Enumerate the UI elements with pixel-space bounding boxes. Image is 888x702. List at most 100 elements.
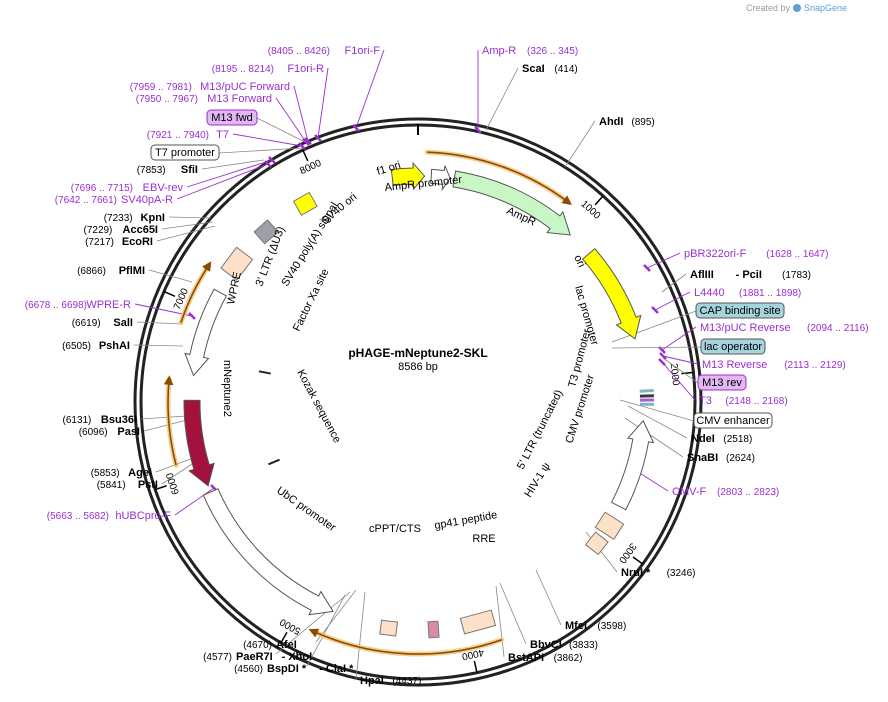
enzyme-site[interactable]: PshAI(6505) bbox=[62, 340, 130, 352]
primer-name: T3 bbox=[699, 395, 712, 407]
box-label-text: CMV enhancer bbox=[696, 415, 770, 427]
enzyme-leader bbox=[536, 570, 561, 625]
primer-name: Amp-R bbox=[482, 45, 516, 57]
enzyme-name: SalI bbox=[113, 317, 133, 329]
feature-label-rre-inner: RRE bbox=[472, 533, 495, 545]
enzyme-leader bbox=[486, 68, 518, 130]
primer-position: (7959 .. 7981) bbox=[130, 82, 192, 93]
plasmid-name: pHAGE-mNeptune2-SKL bbox=[348, 346, 487, 360]
enzyme-site[interactable]: AgeI(5853) bbox=[91, 467, 152, 479]
primer-site[interactable]: T7 (7921 .. 7940) bbox=[147, 129, 229, 141]
box-leader bbox=[620, 400, 694, 421]
box-label-m13_fwd[interactable]: M13 fwd bbox=[207, 110, 257, 125]
ampr-arrow[interactable] bbox=[453, 171, 570, 235]
enzyme-position: (6096) bbox=[79, 427, 108, 438]
box-label-lac_operator[interactable]: lac operator bbox=[701, 339, 765, 354]
tick-mark bbox=[595, 196, 603, 205]
box-label-text: CAP binding site bbox=[699, 305, 780, 317]
tick-label: 6000 bbox=[164, 471, 182, 496]
primer-position: (1628 .. 1647) bbox=[766, 249, 828, 260]
primer-site[interactable]: F1ori-R(8195 .. 8214) bbox=[212, 63, 324, 75]
plasmid-length: 8586 bp bbox=[398, 361, 438, 373]
enzyme-leader bbox=[137, 322, 183, 324]
primer-site[interactable]: CMV-F(2803 .. 2823) bbox=[672, 486, 779, 498]
enzyme-name: NruI * bbox=[621, 567, 651, 579]
enzyme-position: (4577) bbox=[203, 652, 232, 663]
mneptune2-arrow[interactable] bbox=[184, 400, 214, 486]
enzyme-extra: - XhoI bbox=[282, 651, 313, 663]
cmv-promoter-arrow[interactable] bbox=[612, 421, 654, 510]
primer-site[interactable]: M13/pUC Reverse(2094 .. 2116) bbox=[700, 322, 869, 334]
primer-name: M13/pUC Forward bbox=[200, 81, 290, 93]
primer-site[interactable]: T3(2148 .. 2168) bbox=[699, 395, 788, 407]
gp41-block[interactable] bbox=[428, 621, 439, 638]
rre-block[interactable] bbox=[460, 610, 495, 634]
primer-site[interactable]: F1ori-F(8405 .. 8426) bbox=[268, 45, 381, 57]
enzyme-name: Bsu36I bbox=[101, 414, 137, 426]
enzyme-site[interactable]: Acc65I(7229) bbox=[83, 224, 158, 236]
primer-name: hUBCpro-F bbox=[115, 510, 171, 522]
primer-position: (8195 .. 8214) bbox=[212, 64, 274, 75]
enzyme-site[interactable]: SnaBI(2624) bbox=[687, 452, 755, 464]
feature-label-ori: ori bbox=[571, 253, 587, 269]
feature-label-wpre: WPRE bbox=[225, 271, 244, 306]
primer-site[interactable]: WPRE-R(6678 .. 6698) bbox=[25, 299, 131, 311]
enzyme-site[interactable]: ScaI(414) bbox=[522, 63, 578, 75]
enzyme-name: BspDI * bbox=[267, 663, 307, 675]
primer-site[interactable]: Amp-R (326 .. 345) bbox=[482, 45, 578, 57]
cppt-block[interactable] bbox=[380, 620, 398, 636]
enzyme-site[interactable]: SalI (6619) bbox=[72, 317, 133, 329]
enzyme-site[interactable]: Bsu36I(6131) bbox=[62, 414, 137, 426]
primer-site-mark bbox=[644, 265, 650, 271]
primer-site[interactable]: M13 Forward(7950 .. 7967) bbox=[136, 93, 272, 105]
enzyme-position: (6619) bbox=[72, 318, 101, 329]
enzyme-site[interactable]: PflMI(6866) bbox=[77, 265, 145, 277]
primer-site[interactable]: hUBCpro-F(5663 .. 5682) bbox=[47, 510, 172, 522]
enzyme-position: (5853) bbox=[91, 468, 120, 479]
tick-mark bbox=[633, 557, 643, 564]
enzyme-name: MfeI bbox=[565, 620, 587, 632]
enzyme-site[interactable]: AhdI(895) bbox=[599, 116, 655, 128]
enzyme-position: (4670) bbox=[243, 640, 272, 651]
primer-site[interactable]: M13 Reverse(2113 .. 2129) bbox=[702, 359, 846, 371]
enzyme-position: (3246) bbox=[667, 568, 696, 579]
enzyme-site[interactable]: PasI(6096) bbox=[79, 426, 140, 438]
enzyme-name: SfiI bbox=[181, 164, 198, 176]
enzyme-name: EcoRI bbox=[122, 236, 153, 248]
enzyme-site[interactable]: PstI(5841) bbox=[97, 479, 158, 491]
primer-site[interactable]: L4440(1881 .. 1898) bbox=[694, 287, 801, 299]
feature-label-mneptune2: mNeptune2 bbox=[221, 360, 233, 417]
enzyme-site[interactable]: NruI * (3246) bbox=[621, 567, 696, 579]
enzyme-name: SnaBI bbox=[687, 452, 718, 464]
primer-site[interactable]: EBV-rev(7696 .. 7715) bbox=[71, 182, 184, 194]
sv40-ori-block[interactable] bbox=[294, 192, 318, 215]
primer-position: (326 .. 345) bbox=[527, 46, 578, 57]
enzyme-leader bbox=[202, 160, 264, 169]
enzyme-site[interactable]: EcoRI(7217) bbox=[85, 236, 153, 248]
primer-name: EBV-rev bbox=[143, 182, 184, 194]
enzyme-position: (4437) bbox=[392, 676, 421, 687]
box-label-cmv_enhancer[interactable]: CMV enhancer bbox=[694, 413, 772, 428]
enzyme-site[interactable]: KpnI(7233) bbox=[104, 212, 165, 224]
enzyme-site[interactable]: (4577)PaeR7I- XhoI bbox=[203, 651, 312, 663]
enzyme-site[interactable]: (4670)AfeI bbox=[243, 639, 297, 651]
enzyme-site[interactable]: SfiI(7853) bbox=[137, 164, 198, 176]
primer-site[interactable]: M13/pUC Forward (7959 .. 7981) bbox=[130, 81, 290, 93]
primer-site[interactable]: SV40pA-R(7642 .. 7661) bbox=[55, 194, 173, 206]
box-label-t7_promoter[interactable]: T7 promoter bbox=[151, 145, 219, 160]
enzyme-position: (7229) bbox=[83, 225, 112, 236]
primer-position: (7921 .. 7940) bbox=[147, 130, 209, 141]
primer-site-mark bbox=[659, 347, 665, 353]
enzyme-extra: - ClaI * bbox=[319, 663, 354, 675]
enzyme-site[interactable]: AflIII- PciI(1783) bbox=[690, 269, 811, 281]
enzyme-leader bbox=[496, 586, 504, 657]
primer-name: T7 bbox=[216, 129, 229, 141]
box-label-cap_site[interactable]: CAP binding site bbox=[696, 303, 784, 318]
enzyme-site[interactable]: NdeI(2518) bbox=[691, 433, 752, 445]
enzyme-site[interactable]: (4560)BspDI *- ClaI * bbox=[234, 663, 354, 675]
enzyme-position: (5841) bbox=[97, 480, 126, 491]
credit[interactable]: Created by SnapGene bbox=[746, 3, 847, 13]
box-label-m13_rev[interactable]: M13 rev bbox=[698, 375, 746, 390]
primer-site[interactable]: pBR322ori-F(1628 .. 1647) bbox=[684, 248, 828, 260]
